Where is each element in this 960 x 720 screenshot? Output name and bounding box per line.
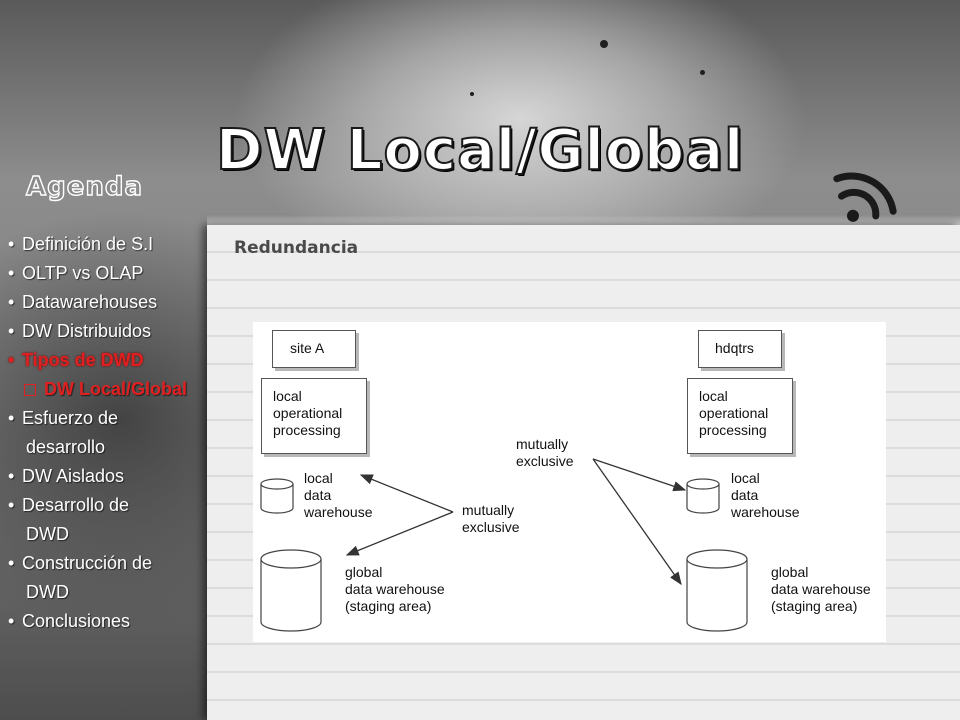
agenda-item[interactable]: •Desarrollo de — [8, 495, 130, 515]
agenda-item-continuation: DWD — [26, 582, 69, 602]
left-local-dw-cylinder — [260, 478, 294, 514]
right-processing-label: local operational processing — [699, 388, 769, 438]
agenda-item[interactable]: •DW Aislados — [8, 466, 125, 486]
agenda-item[interactable]: •Conclusiones — [8, 611, 131, 631]
square-bullet-icon — [24, 384, 36, 397]
right-global-dw-label: global data warehouse (staging area) — [771, 564, 871, 614]
agenda-item[interactable]: •DW Distribuidos — [8, 321, 152, 341]
agenda-item-label: Tipos de DWD — [22, 350, 144, 370]
agenda-item-label: Desarrollo de — [22, 495, 130, 515]
agenda-item[interactable]: •Esfuerzo de — [8, 408, 119, 428]
agenda-heading: Agenda — [25, 171, 144, 202]
agenda-item-label: DW Distribuidos — [22, 321, 152, 341]
agenda-item-continuation: desarrollo — [26, 437, 106, 457]
site-a-box — [272, 330, 356, 368]
agenda-item-label: Esfuerzo de — [22, 408, 119, 428]
redundancy-diagram: site A hdqtrs local operational processi… — [253, 322, 886, 642]
agenda-item[interactable]: •Definición de S.I — [8, 234, 154, 254]
slide-title: DW Local/Global — [215, 117, 745, 184]
left-global-dw-cylinder — [260, 549, 322, 632]
right-local-dw-cylinder — [686, 478, 720, 514]
hdqtrs-box — [698, 330, 782, 368]
left-global-dw-label: global data warehouse (staging area) — [345, 564, 445, 614]
ink-splatter — [600, 40, 608, 48]
agenda-subitem-current[interactable]: DW Local/Global — [8, 375, 208, 404]
ink-splatter — [470, 92, 474, 96]
agenda-item-label: OLTP vs OLAP — [22, 263, 144, 283]
slide-subtitle: Redundancia — [234, 238, 359, 258]
rss-feed-icon — [833, 172, 897, 222]
arrow-to-left-local-dw — [359, 474, 454, 513]
mutually-exclusive-right-label: mutually exclusive — [516, 436, 574, 469]
left-processing-box — [261, 378, 367, 454]
mutually-exclusive-left-label: mutually exclusive — [462, 502, 520, 535]
arrow-to-left-global-dw — [345, 511, 454, 556]
agenda-item-label: DW Local/Global — [44, 379, 188, 399]
agenda-item-continuation: DWD — [26, 524, 69, 544]
hdqtrs-label: hdqtrs — [715, 340, 754, 356]
agenda-item-label: DW Aislados — [22, 466, 125, 486]
right-local-dw-label: local data warehouse — [731, 470, 800, 520]
site-a-label: site A — [290, 340, 325, 356]
agenda-item[interactable]: •Construcción de — [8, 553, 153, 573]
agenda-item-label: Datawarehouses — [22, 292, 158, 312]
right-processing-box — [687, 378, 793, 454]
agenda-item[interactable]: •Datawarehouses — [8, 292, 158, 312]
agenda-item-active[interactable]: •Tipos de DWD — [8, 350, 144, 370]
agenda-list: •Definición de S.I •OLTP vs OLAP •Datawa… — [8, 230, 208, 636]
agenda-item-label: Conclusiones — [22, 611, 131, 631]
agenda-item[interactable]: •OLTP vs OLAP — [8, 263, 144, 283]
left-local-dw-label: local data warehouse — [304, 470, 373, 520]
ink-splatter — [700, 70, 705, 75]
agenda-item-label: Construcción de — [22, 553, 153, 573]
diagram-graphics — [260, 458, 748, 632]
arrow-to-right-global-dw — [592, 458, 682, 586]
left-processing-label: local operational processing — [273, 388, 343, 438]
agenda-item-label: Definición de S.I — [22, 234, 154, 254]
right-global-dw-cylinder — [686, 549, 748, 632]
arrow-to-right-local-dw — [592, 458, 687, 492]
